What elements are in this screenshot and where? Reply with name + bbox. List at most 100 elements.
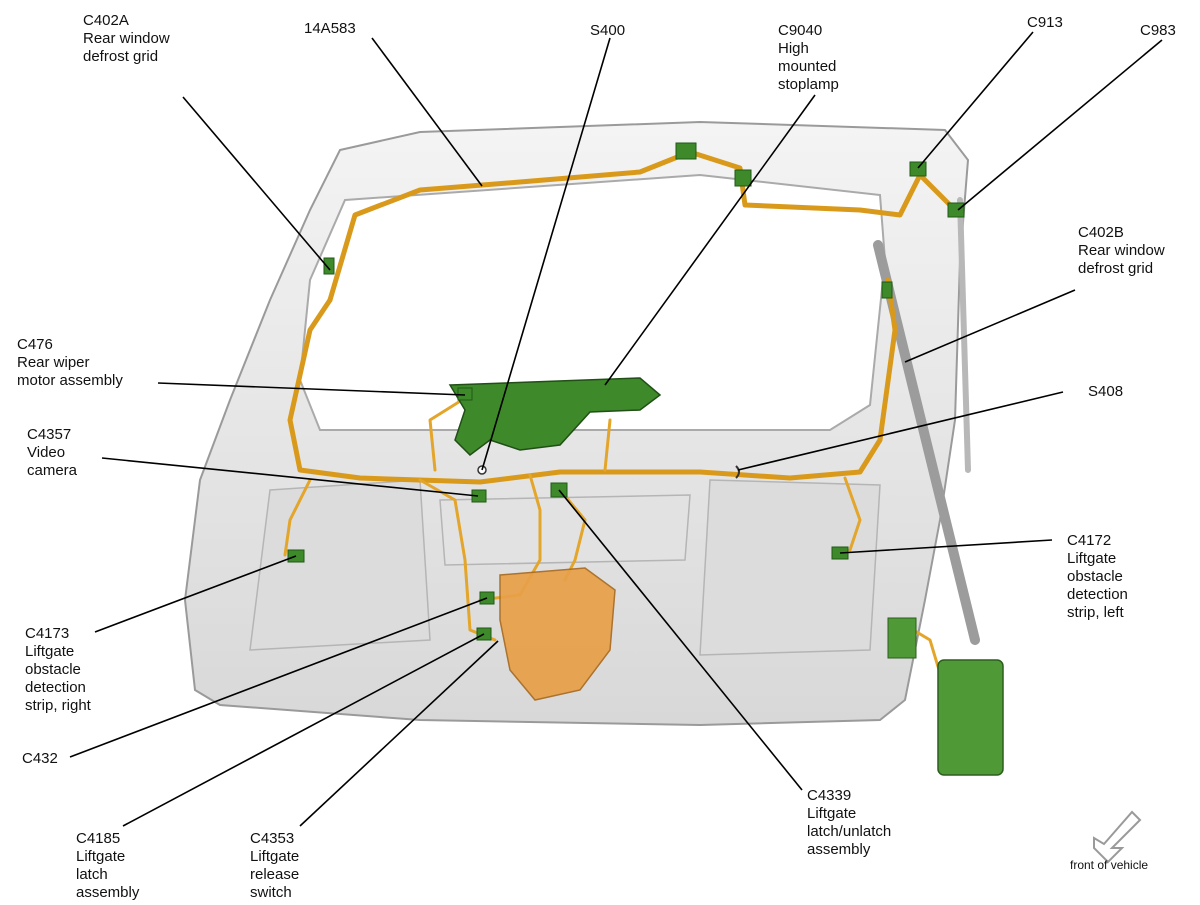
leader-14a583 (371, 37, 483, 187)
label-line: High (778, 40, 809, 57)
leader-c432 (69, 597, 488, 758)
leader-c4185 (122, 633, 485, 827)
label-line: latch/unlatch (807, 823, 892, 840)
leader-c913 (917, 31, 1034, 169)
label-line: C4353 (250, 830, 295, 847)
label-line: defrost grid (83, 48, 159, 65)
label-line: S408 (1088, 383, 1124, 400)
label-line: assembly (807, 841, 871, 858)
label-line: obstacle (1067, 568, 1123, 585)
label-line: obstacle (25, 661, 81, 678)
leader-s408 (737, 391, 1064, 471)
label-line: C9040 (778, 22, 823, 39)
label-line: Rear wiper (17, 354, 90, 371)
front-of-vehicle-arrow-icon (1093, 810, 1142, 864)
label-line: latch (76, 866, 108, 883)
connector-c983 (947, 202, 965, 218)
label-line: Rear window (83, 30, 170, 47)
rear-wiper-motor (448, 377, 662, 456)
leader-c4339 (558, 489, 803, 791)
label-s408: S408 (1088, 383, 1123, 401)
label-line: strip, right (25, 697, 91, 714)
label-line: Liftgate (25, 643, 75, 660)
right-obstacle-branch (843, 476, 862, 552)
inner-recess-center (439, 494, 691, 566)
label-line: Liftgate (807, 805, 857, 822)
label-line: C476 (17, 336, 53, 353)
label-line: C4173 (25, 625, 70, 642)
label-line: C983 (1140, 22, 1176, 39)
label-line: release (250, 866, 300, 883)
inner-recess-right (699, 479, 881, 656)
label-line: C432 (22, 750, 58, 767)
label-c913: C913 (1027, 14, 1063, 32)
label-line: C4357 (27, 426, 72, 443)
main-harness (327, 149, 958, 303)
label-line: C402A (83, 12, 129, 29)
label-line: motor assembly (17, 372, 123, 389)
left-obstacle-branch (283, 478, 312, 557)
splice-s408 (735, 465, 740, 479)
connector-c402b (881, 281, 893, 299)
connector-c402a (323, 257, 335, 275)
leader-c4173 (94, 555, 297, 633)
label-line: 14A583 (304, 20, 356, 37)
label-line: camera (27, 462, 78, 479)
leader-c4353 (299, 640, 499, 827)
inner-recess-left (249, 479, 431, 651)
label-line: Liftgate (1067, 550, 1117, 567)
connector-c476 (457, 387, 473, 401)
window-opening (298, 173, 887, 431)
label-line: C4339 (807, 787, 852, 804)
leader-c9040 (604, 94, 816, 386)
gas-strut-rod (957, 197, 971, 473)
connector-c913 (909, 161, 927, 177)
label-line: defrost grid (1078, 260, 1154, 277)
leader-c4172 (839, 539, 1053, 554)
label-line: S400 (590, 22, 626, 39)
label-line: assembly (76, 884, 140, 901)
label-line: C4172 (1067, 532, 1112, 549)
label-line: stoplamp (778, 76, 839, 93)
label-line: Liftgate (250, 848, 300, 865)
label-line: switch (250, 884, 292, 901)
label-line: detection (25, 679, 86, 696)
front-of-vehicle-label: front of vehicle (1070, 858, 1149, 872)
leader-c402a (182, 96, 331, 271)
liftgate-module (937, 659, 1004, 776)
label-c983: C983 (1140, 22, 1176, 40)
leader-c4357 (101, 457, 479, 497)
label-line: Video (27, 444, 66, 461)
label-14a583: 14A583 (304, 20, 356, 38)
connector-s-junction (734, 169, 752, 187)
connector-c9040 (675, 142, 697, 160)
connector-block-right (887, 617, 917, 659)
label-line: C913 (1027, 14, 1063, 31)
leader-c476 (157, 382, 466, 396)
label-line: Liftgate (76, 848, 126, 865)
label-line: detection (1067, 586, 1128, 603)
label-line: Rear window (1078, 242, 1165, 259)
leader-c983 (957, 39, 1163, 211)
label-line: mounted (778, 58, 837, 75)
left-harness-drop (287, 277, 898, 485)
label-s400: S400 (590, 22, 625, 40)
leader-c402b (904, 289, 1076, 363)
label-line: strip, left (1067, 604, 1124, 621)
liftgate-latch-assembly (499, 567, 616, 701)
leader-s400 (481, 37, 611, 471)
label-c432: C432 (22, 750, 58, 768)
label-line: C402B (1078, 224, 1124, 241)
upper-center-branch (428, 393, 612, 472)
